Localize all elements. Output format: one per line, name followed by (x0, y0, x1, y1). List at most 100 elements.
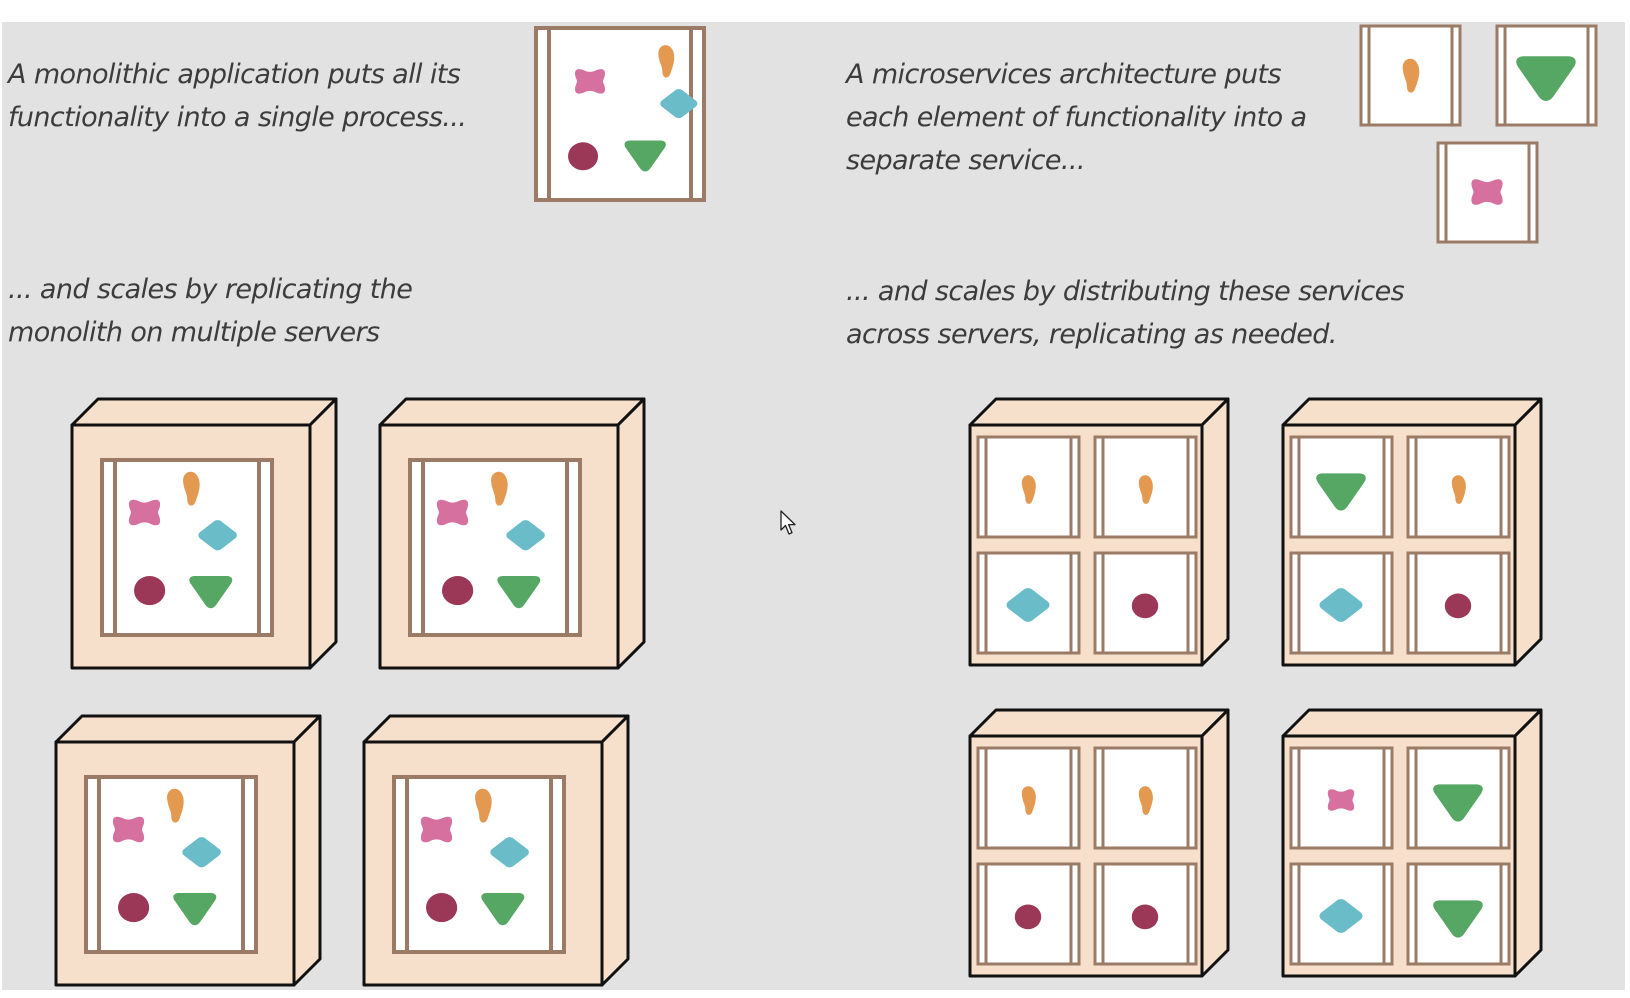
crimson-circle-shape (1014, 904, 1042, 930)
blue-diamond-icon (1319, 899, 1363, 933)
service-process (1406, 551, 1511, 655)
orange-blob-shape (1021, 786, 1036, 815)
server-side-face (292, 714, 322, 987)
microservice-server (1281, 397, 1543, 667)
crimson-circle-icon (1131, 904, 1159, 930)
green-triangle-shape (173, 892, 217, 926)
caption-line: ... and scales by replicating the (8, 274, 413, 305)
blue-diamond-icon (1006, 588, 1050, 622)
service-process (1093, 551, 1198, 655)
blue-diamond-shape (1319, 899, 1363, 933)
monolith-process (408, 458, 582, 637)
microservice-server (968, 708, 1230, 978)
blue-diamond-icon (660, 89, 698, 119)
green-triangle-shape (1516, 56, 1576, 101)
orange-blob-icon (491, 471, 508, 506)
service-process (976, 746, 1081, 850)
service-process (1093, 746, 1198, 850)
caption-line: separate service... (846, 145, 1085, 176)
caption-line: functionality into a single process... (8, 102, 467, 133)
green-triangle-icon (1433, 784, 1483, 822)
green-triangle-shape (481, 892, 525, 926)
pink-blob-icon (1327, 789, 1355, 811)
green-triangle-shape (1433, 900, 1483, 938)
orange-blob-shape (183, 471, 200, 506)
caption-line: across servers, replicating as needed. (846, 319, 1337, 350)
frame-border (1289, 435, 1394, 539)
monolith-server (54, 714, 322, 987)
blue-diamond-shape (660, 89, 698, 119)
service-process (1093, 862, 1198, 966)
crimson-circle-icon (1131, 593, 1159, 619)
blue-diamond-icon (490, 837, 529, 868)
orange-blob-icon (1451, 475, 1466, 504)
server-side-face (308, 397, 338, 670)
crimson-circle-shape (1131, 904, 1159, 930)
blue-diamond-shape (1006, 588, 1050, 622)
server-side-face (1513, 397, 1543, 667)
frame-border (1406, 551, 1511, 655)
blue-diamond-shape (1319, 588, 1363, 622)
monolith-process (84, 775, 258, 954)
orange-blob-icon (1402, 58, 1420, 93)
crimson-circle-icon (1444, 593, 1472, 619)
green-triangle-shape (189, 575, 233, 609)
caption-line: monolith on multiple servers (8, 317, 380, 348)
service-process (976, 862, 1081, 966)
microservices-intro-caption: A microservices architecture puts each e… (846, 53, 1307, 182)
service-process (1289, 551, 1394, 655)
blue-diamond-shape (506, 520, 545, 551)
monolith-server (70, 397, 338, 670)
orange-blob-icon (1138, 786, 1153, 815)
crimson-circle-icon (1014, 904, 1042, 930)
pink-blob-icon (128, 499, 161, 526)
service-process (1495, 24, 1598, 127)
orange-blob-icon (1021, 786, 1036, 815)
orange-blob-shape (1138, 475, 1153, 504)
service-process (1436, 141, 1539, 244)
orange-blob-shape (167, 788, 184, 823)
green-triangle-icon (481, 892, 525, 926)
server-top-face (54, 714, 322, 744)
crimson-circle-shape (442, 575, 474, 606)
blue-diamond-shape (198, 520, 237, 551)
orange-blob-icon (475, 788, 492, 823)
orange-blob-shape (1138, 786, 1153, 815)
crimson-circle-shape (568, 142, 599, 171)
blue-diamond-shape (182, 837, 221, 868)
service-process (1359, 24, 1462, 127)
orange-blob-shape (1402, 58, 1420, 93)
crimson-circle-shape (1131, 593, 1159, 619)
server-top-face (968, 397, 1230, 427)
server-top-face (378, 397, 646, 427)
green-triangle-icon (173, 892, 217, 926)
blue-diamond-icon (182, 837, 221, 868)
monolith-process (100, 458, 274, 637)
orange-blob-shape (475, 788, 492, 823)
server-side-face (1513, 708, 1543, 978)
caption-line: ... and scales by distributing these ser… (846, 276, 1405, 307)
blue-diamond-icon (1319, 588, 1363, 622)
pink-blob-icon (1471, 179, 1503, 205)
service-process (976, 435, 1081, 539)
server-top-face (70, 397, 338, 427)
orange-blob-shape (658, 45, 675, 78)
monolith-server (362, 714, 630, 987)
server-side-face (616, 397, 646, 670)
green-triangle-shape (1316, 473, 1366, 511)
pink-blob-icon (436, 499, 469, 526)
monolith-intro-caption: A monolithic application puts all its fu… (8, 53, 467, 139)
server-top-face (1281, 397, 1543, 427)
crimson-circle-shape (1444, 593, 1472, 619)
caption-line: A monolithic application puts all its (8, 59, 461, 90)
crimson-circle-shape (118, 892, 150, 923)
service-process (1406, 862, 1511, 966)
crimson-circle-icon (118, 892, 150, 923)
pink-blob-shape (1327, 789, 1355, 811)
green-triangle-shape (497, 575, 541, 609)
server-side-face (1200, 397, 1230, 667)
green-triangle-icon (189, 575, 233, 609)
monolith-scale-caption: ... and scales by replicating the monoli… (8, 268, 413, 354)
server-top-face (968, 708, 1230, 738)
green-triangle-icon (624, 140, 666, 172)
